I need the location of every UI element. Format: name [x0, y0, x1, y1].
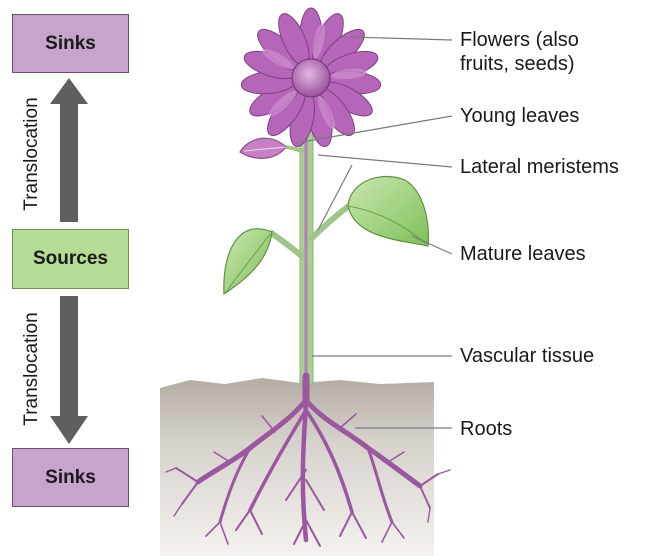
- vascular-tissue-label: Vascular tissue: [460, 345, 595, 367]
- translocation-lower-label: Translocation: [21, 312, 42, 426]
- mature-leaf-left: [223, 228, 273, 296]
- mature-leaf-right: [347, 175, 429, 247]
- young-leaf: [239, 137, 287, 159]
- lateral-meristems-label: Lateral meristems: [460, 156, 619, 178]
- flowers-label: Flowers (also fruits, seeds): [460, 28, 579, 76]
- translocation-upper-label: Translocation: [21, 97, 42, 211]
- top-sinks-box: Sinks: [12, 14, 129, 73]
- roots-label: Roots: [460, 418, 513, 440]
- translocation-arrows: [50, 78, 88, 444]
- top-sinks-label: Sinks: [45, 32, 96, 54]
- leader-lines: [295, 36, 453, 429]
- flower: [240, 7, 382, 148]
- arrow-up: [50, 78, 88, 222]
- roots: [165, 372, 451, 547]
- young-leaves-label: Young leaves: [460, 105, 580, 127]
- flowers-label-line2: fruits, seeds): [460, 53, 575, 75]
- bottom-sinks-box: Sinks: [12, 448, 129, 507]
- flowers-label-line1: Flowers (also: [460, 29, 579, 51]
- sources-box: Sources: [12, 229, 129, 289]
- mature-leaves-label: Mature leaves: [460, 243, 586, 265]
- sources-label: Sources: [33, 248, 108, 269]
- bottom-sinks-label: Sinks: [45, 466, 96, 488]
- arrow-down: [50, 296, 88, 444]
- soil: [160, 378, 434, 556]
